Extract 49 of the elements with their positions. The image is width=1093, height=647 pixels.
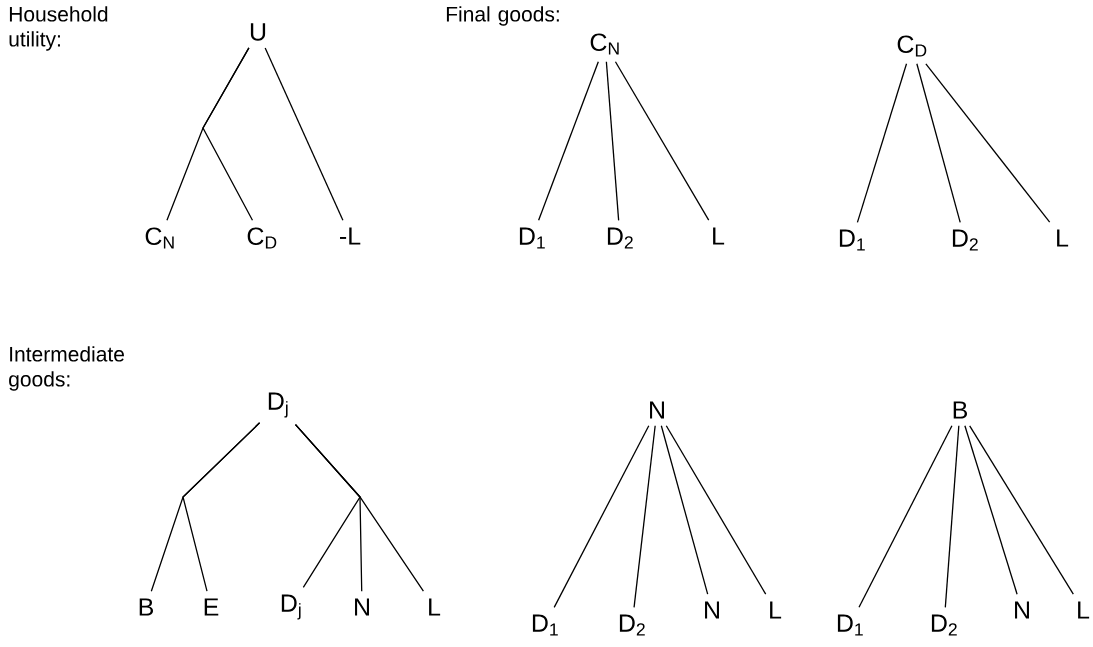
tree-label: B bbox=[139, 598, 153, 616]
tree-label: C$_{D}$ bbox=[897, 35, 927, 57]
tree-label: D$_{j}$ bbox=[268, 392, 288, 418]
tree-label: L bbox=[713, 227, 725, 245]
tree-label: N bbox=[650, 401, 664, 419]
branch-line bbox=[633, 425, 656, 608]
tree-label: D$_{2}$ bbox=[952, 229, 978, 251]
branch-line bbox=[969, 425, 1074, 595]
branch-line bbox=[605, 61, 620, 221]
heading-label: Intermediate goods: bbox=[9, 346, 124, 391]
branch-line bbox=[202, 47, 254, 221]
heading-label: Household utility: bbox=[9, 6, 108, 51]
tree-label: L bbox=[770, 601, 782, 619]
tree-label: U bbox=[250, 23, 266, 41]
tree-label: D$_{2}$ bbox=[607, 227, 633, 249]
tree-label: E bbox=[204, 598, 219, 616]
branch-line bbox=[614, 61, 710, 221]
tree-label: C$_{N}$ bbox=[590, 33, 619, 55]
branch-line bbox=[538, 61, 599, 221]
branch-line bbox=[665, 425, 767, 595]
tree-label: D$_{1}$ bbox=[532, 614, 558, 636]
branch-line bbox=[916, 63, 961, 223]
branch-line bbox=[294, 424, 425, 592]
heading-label: Final goods: bbox=[446, 6, 559, 26]
tree-label: L bbox=[429, 598, 441, 616]
tree-label: N bbox=[1015, 601, 1029, 619]
branch-line bbox=[553, 425, 650, 608]
branch-line bbox=[964, 425, 1018, 595]
branch-line bbox=[858, 425, 953, 608]
branch-line bbox=[944, 425, 960, 608]
tree-label: C$_{N}$ bbox=[145, 227, 174, 249]
branch-line bbox=[182, 422, 261, 592]
tree-label: L bbox=[1057, 229, 1069, 247]
tree-label: D$_{2}$ bbox=[619, 614, 645, 636]
tree-label: -L bbox=[340, 227, 361, 245]
tree-label: B bbox=[953, 401, 967, 419]
tree-label: D$_{2}$ bbox=[931, 614, 957, 636]
branch-line bbox=[264, 47, 344, 221]
tree-label: D$_{1}$ bbox=[837, 614, 863, 636]
tree-label: N bbox=[705, 601, 719, 619]
branch-line bbox=[856, 63, 908, 223]
tree-label: D$_{1}$ bbox=[839, 229, 865, 251]
branch-line bbox=[660, 425, 709, 595]
tree-label: D$_{1}$ bbox=[519, 227, 545, 249]
tree-label: N bbox=[355, 598, 369, 616]
tree-label: C$_{D}$ bbox=[247, 227, 277, 249]
tree-label: L bbox=[1078, 601, 1090, 619]
branch-line bbox=[925, 63, 1051, 223]
tree-label: D$_{j}$ bbox=[281, 594, 301, 620]
